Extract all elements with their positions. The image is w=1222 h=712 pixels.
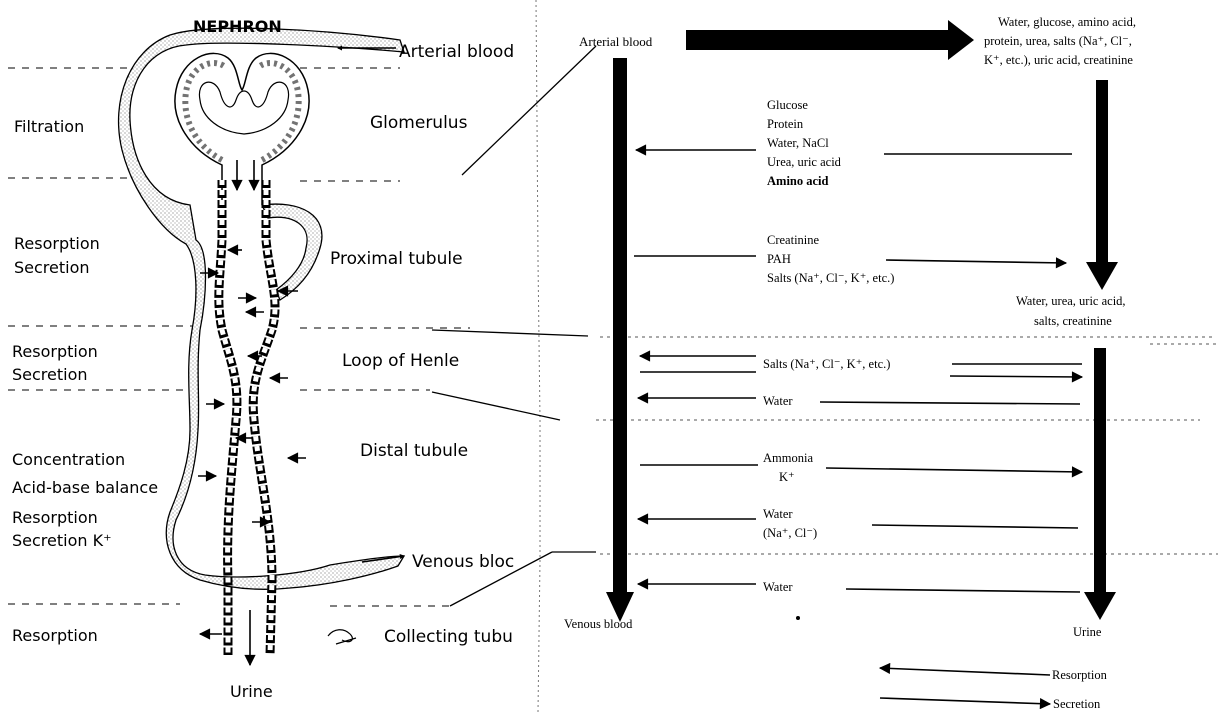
- function-secretion-k: Secretion K⁺: [12, 531, 112, 550]
- legend-resorption-arrow: [880, 668, 1050, 675]
- function-resorption-3: Resorption: [12, 508, 98, 527]
- part-distal-tubule: Distal tubule: [360, 441, 468, 461]
- collecting-water: Water: [763, 580, 793, 594]
- tubule-upper-column: [1086, 80, 1118, 290]
- list-item: Amino acid: [767, 174, 829, 188]
- filtrate-line: Water, glucose, amino acid,: [998, 15, 1136, 29]
- list-item: PAH: [767, 252, 791, 266]
- filtrate-line: protein, urea, salts (Na⁺, Cl⁻,: [984, 34, 1132, 48]
- henle-water: Water: [763, 394, 793, 408]
- function-resorption-1: Resorption: [14, 234, 100, 253]
- after-proximal-list: Water, urea, uric acid, salts, creatinin…: [1016, 294, 1126, 328]
- flow-urine: Urine: [1073, 625, 1102, 639]
- arterial-to-filtrate-arrow: [686, 20, 974, 60]
- legend-secretion-label: Secretion: [1053, 697, 1101, 711]
- list-item: Creatinine: [767, 233, 820, 247]
- filtrate-line: K⁺, etc.), uric acid, creatinine: [984, 53, 1133, 67]
- list-item: Water: [763, 507, 793, 521]
- list-item: (Na⁺, Cl⁻): [763, 526, 817, 540]
- function-secretion-2: Secretion: [12, 365, 88, 384]
- stray-mark: [328, 630, 356, 644]
- function-resorption-2: Resorption: [12, 342, 98, 361]
- stray-dot: [796, 616, 800, 620]
- list-item: salts, creatinine: [1034, 314, 1112, 328]
- function-resorption-4: Resorption: [12, 626, 98, 645]
- distal-secreted-list: Ammonia K⁺: [763, 451, 813, 484]
- part-loop-of-henle: Loop of Henle: [342, 351, 459, 371]
- legend-resorption-label: Resorption: [1052, 668, 1108, 682]
- list-item: Protein: [767, 117, 804, 131]
- list-item: Urea, uric acid: [767, 155, 842, 169]
- list-item: Salts (Na⁺, Cl⁻, K⁺, etc.): [767, 271, 894, 285]
- part-collecting-tubule: Collecting tubu: [384, 627, 513, 647]
- part-proximal-tubule: Proximal tubule: [330, 249, 463, 269]
- list-item: Ammonia: [763, 451, 813, 465]
- venous-blood-column: [606, 58, 634, 622]
- part-venous-blood: Venous bloc: [412, 552, 514, 572]
- part-arterial-blood: Arterial blood: [399, 42, 514, 62]
- list-item: Glucose: [767, 98, 808, 112]
- part-glomerulus: Glomerulus: [370, 113, 468, 133]
- list-item: Water, urea, uric acid,: [1016, 294, 1126, 308]
- flow-venous-blood: Venous blood: [564, 617, 633, 631]
- nephron-illustration: NEPHRON Filtration Resorption Secretion …: [8, 17, 514, 701]
- proximal-secreted-list: Creatinine PAH Salts (Na⁺, Cl⁻, K⁺, etc.…: [767, 233, 894, 285]
- function-concentration: Concentration: [12, 450, 125, 469]
- filtrate-list: Water, glucose, amino acid, protein, ure…: [984, 15, 1136, 67]
- function-acid-base: Acid-base balance: [12, 478, 158, 497]
- nephron-title: NEPHRON: [193, 17, 282, 36]
- page-crease: [536, 0, 540, 712]
- list-item: Water, NaCl: [767, 136, 829, 150]
- tubule-lower-column: [1084, 348, 1116, 620]
- flow-schematic: Arterial blood Water, glucose, amino aci…: [564, 15, 1136, 711]
- legend-secretion-arrow: [880, 698, 1050, 704]
- flow-arterial-blood: Arterial blood: [579, 34, 653, 49]
- function-filtration: Filtration: [14, 117, 84, 136]
- henle-salts: Salts (Na⁺, Cl⁻, K⁺, etc.): [763, 357, 890, 371]
- distal-resorbed-list: Water (Na⁺, Cl⁻): [763, 507, 817, 540]
- function-secretion-1: Secretion: [14, 258, 90, 277]
- list-item: K⁺: [779, 470, 795, 484]
- part-urine: Urine: [230, 682, 273, 701]
- proximal-resorbed-list: Glucose Protein Water, NaCl Urea, uric a…: [767, 98, 842, 188]
